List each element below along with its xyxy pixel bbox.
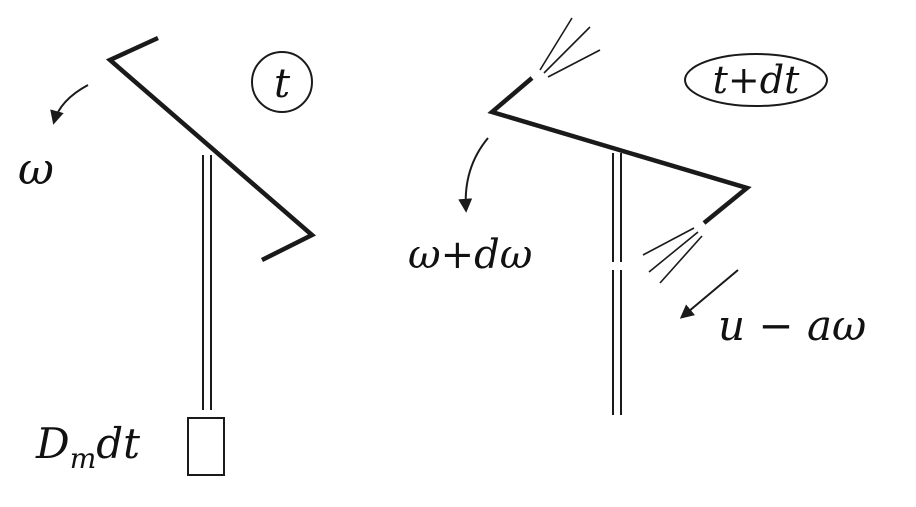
left-arm xyxy=(105,35,317,263)
u-minus-a-omega-label: u − aω xyxy=(718,301,866,350)
time-t-label: t xyxy=(274,61,291,107)
right-sprinkler: t+dt ω+dω u − aω xyxy=(408,17,866,415)
time-tdt-ellipse xyxy=(684,53,828,107)
upper-spray xyxy=(539,17,601,78)
right-arm xyxy=(487,76,752,225)
right-pipe xyxy=(612,153,622,415)
time-t-circle xyxy=(251,51,313,113)
dm-main: D xyxy=(35,419,70,468)
omega-label: ω xyxy=(18,144,54,195)
dm-sub: m xyxy=(70,442,97,475)
dm-dt-label: Dmdt xyxy=(35,419,140,475)
collection-cup xyxy=(187,417,225,476)
right-rotation-arrow xyxy=(458,137,489,213)
time-tdt-label: t+dt xyxy=(713,58,800,102)
left-pipe xyxy=(202,155,212,410)
lower-spray xyxy=(642,227,703,284)
left-rotation-arrow xyxy=(50,84,89,125)
dm-tail: dt xyxy=(96,419,140,468)
omega-plus-domega-label: ω+dω xyxy=(408,232,532,278)
left-sprinkler: t ω Dmdt xyxy=(18,35,317,476)
velocity-arrow xyxy=(679,269,739,319)
